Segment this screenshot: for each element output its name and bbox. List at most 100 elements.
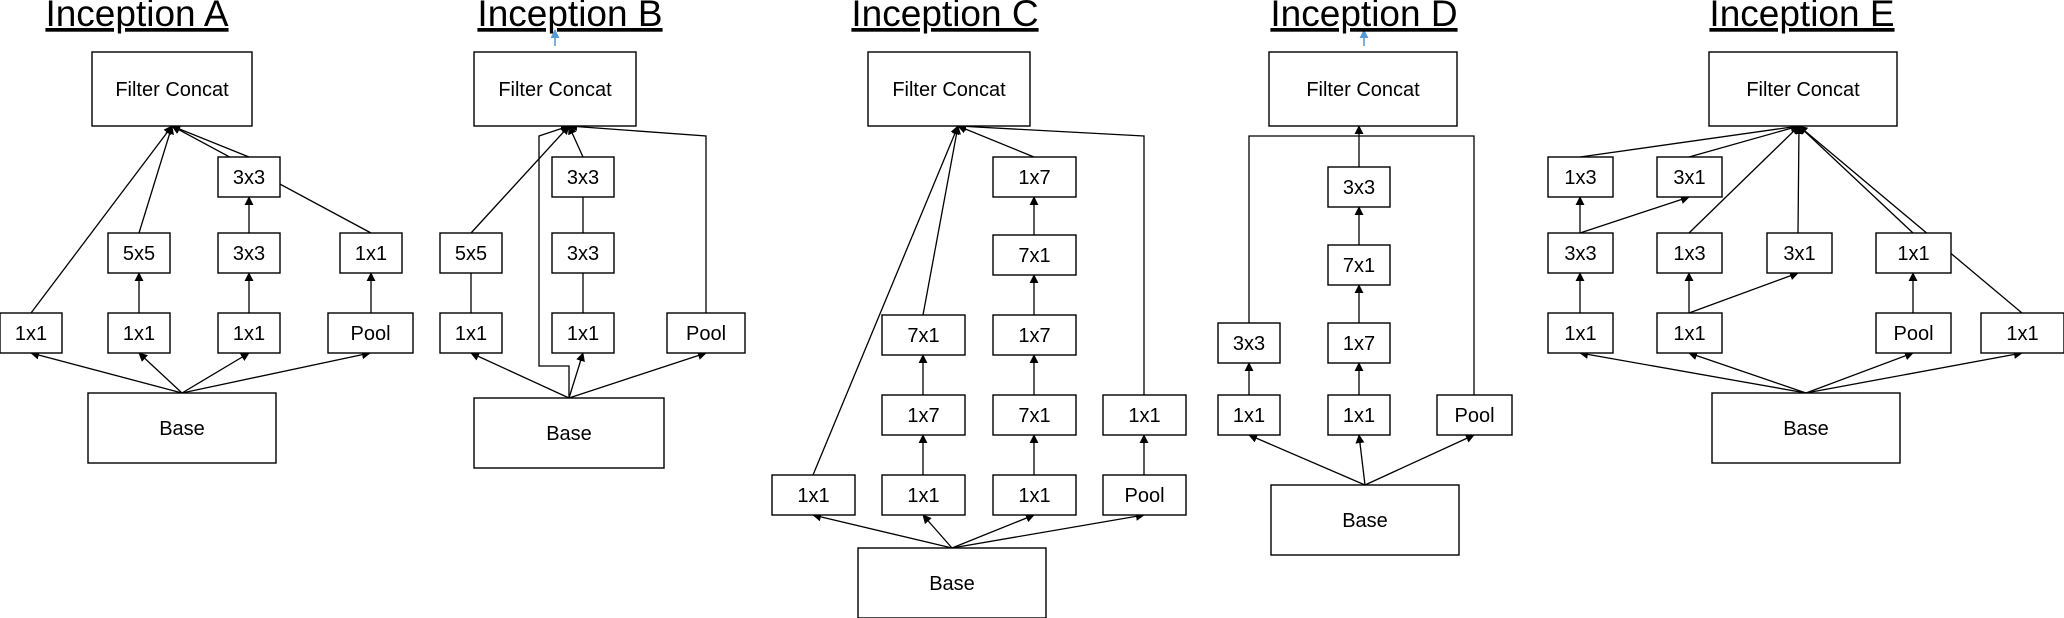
block-e-a1x1: 1x1 — [1547, 312, 1614, 354]
block-box — [1327, 244, 1391, 286]
block-c-r1x7a: 1x7 — [992, 314, 1077, 356]
block-c-p1x1: 1x1 — [1102, 394, 1187, 436]
block-b-base: Base — [473, 397, 665, 469]
block-b-c1x1: 1x1 — [551, 312, 615, 354]
block-label: Base — [1342, 510, 1388, 532]
block-d-m1x7: 1x7 — [1327, 322, 1391, 364]
block-d-m3x3: 3x3 — [1327, 166, 1391, 208]
block-c-m1x7: 1x7 — [881, 394, 966, 436]
block-a-c3x3a: 3x3 — [217, 232, 281, 274]
block-e-b1x3: 1x3 — [1656, 232, 1723, 274]
block-box — [867, 51, 1031, 127]
block-label: 1x1 — [1897, 243, 1929, 265]
block-label: Filter Concat — [1746, 79, 1860, 101]
panel-title-b: Inception B — [477, 0, 662, 34]
block-box — [1547, 156, 1614, 198]
block-b-a5x5: 5x5 — [439, 232, 503, 274]
block-label: 7x1 — [1018, 405, 1050, 427]
block-box — [473, 51, 637, 127]
block-label: 1x1 — [1343, 405, 1375, 427]
connection-arrow — [171, 124, 250, 158]
connection-arrow — [30, 350, 183, 394]
block-box — [439, 312, 503, 354]
block-label: Base — [159, 418, 205, 440]
block-c-r1x7b: 1x7 — [992, 156, 1077, 198]
block-label: 3x3 — [567, 167, 599, 189]
block-d-base: Base — [1270, 484, 1460, 556]
block-d-concat: Filter Concat — [1268, 51, 1458, 127]
block-label: 1x1 — [123, 323, 155, 345]
connection-arrow — [1355, 434, 1366, 486]
block-box — [107, 232, 171, 274]
block-label: 3x3 — [567, 243, 599, 265]
block-c-r7x1a: 7x1 — [992, 394, 1077, 436]
block-label: 1x1 — [1128, 405, 1160, 427]
block-box — [992, 314, 1077, 356]
block-box — [1327, 322, 1391, 364]
block-box — [1102, 474, 1187, 516]
connection-arrow — [951, 513, 1035, 549]
block-box — [1711, 392, 1901, 464]
block-box — [0, 312, 63, 354]
block-label: 1x1 — [1673, 323, 1705, 345]
block-label: 7x1 — [1343, 255, 1375, 277]
block-c-b1x1: 1x1 — [771, 474, 856, 516]
block-label: Base — [1783, 418, 1829, 440]
block-box — [1708, 51, 1898, 127]
connection-arrow — [138, 125, 174, 234]
connection-arrow — [1248, 135, 1359, 323]
block-b-c3x3a: 3x3 — [551, 232, 615, 274]
block-d-m7x1: 7x1 — [1327, 244, 1391, 286]
connection-arrow — [957, 121, 1145, 395]
connection-arrow — [1688, 123, 1800, 158]
block-box — [1766, 232, 1833, 274]
block-label: 1x7 — [1018, 167, 1050, 189]
block-box — [1327, 166, 1391, 208]
block-label: Pool — [1124, 485, 1164, 507]
block-label: 5x5 — [455, 243, 487, 265]
block-box — [91, 51, 253, 127]
block-box — [1547, 312, 1614, 354]
block-box — [217, 312, 281, 354]
block-label: 3x3 — [1564, 243, 1596, 265]
connection-arrow — [1805, 350, 2023, 394]
block-e-base: Base — [1711, 392, 1901, 464]
block-label: 1x1 — [797, 485, 829, 507]
block-e-p1x1: 1x1 — [1875, 232, 1952, 274]
connection-arrow — [812, 512, 953, 549]
block-box — [881, 394, 966, 436]
connection-arrow — [568, 351, 707, 399]
connection-arrow — [1579, 349, 1807, 394]
block-label: 1x1 — [907, 485, 939, 507]
block-a-b1x1: 1x1 — [0, 312, 63, 354]
connection-arrow — [538, 124, 570, 398]
block-box — [551, 156, 615, 198]
block-a-pool: Pool — [327, 312, 414, 354]
connection-arrow — [1688, 271, 1799, 314]
block-label: 1x1 — [1564, 323, 1596, 345]
block-box — [1656, 232, 1723, 274]
block-box — [992, 474, 1077, 516]
block-box — [1980, 312, 2064, 354]
block-label: 1x1 — [2006, 323, 2038, 345]
block-label: 1x1 — [355, 243, 387, 265]
connection-arrow — [181, 352, 250, 394]
block-label: Base — [929, 573, 975, 595]
block-c-pool: Pool — [1102, 474, 1187, 516]
block-label: Pool — [350, 323, 390, 345]
block-c-base: Base — [857, 547, 1047, 618]
block-a-base: Base — [87, 392, 277, 464]
block-e-r1x1: 1x1 — [1980, 312, 2064, 354]
block-box — [473, 397, 665, 469]
block-box — [771, 474, 856, 516]
connection-arrow — [568, 352, 585, 399]
connection-arrow — [568, 125, 584, 158]
block-label: Pool — [1454, 405, 1494, 427]
connection-arrow — [470, 125, 570, 234]
block-box — [1327, 394, 1391, 436]
block-label: 1x1 — [15, 323, 47, 345]
block-c-r1x1: 1x1 — [992, 474, 1077, 516]
block-box — [1217, 394, 1281, 436]
block-a-c1x1: 1x1 — [217, 312, 281, 354]
